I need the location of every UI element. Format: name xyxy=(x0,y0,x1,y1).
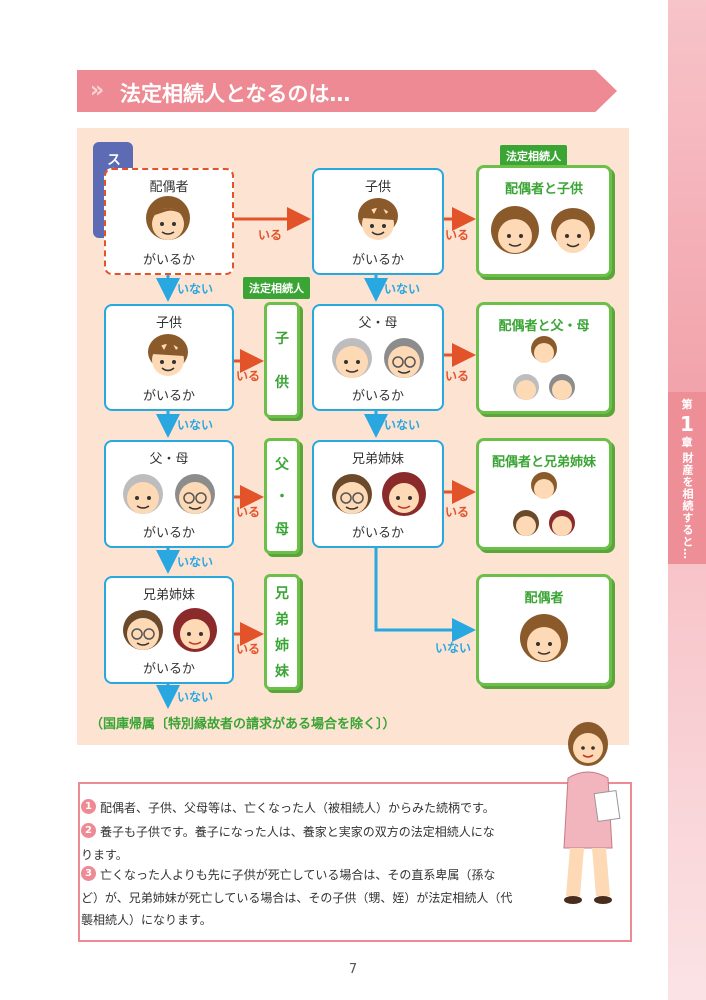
face-woman-icon xyxy=(146,196,190,240)
question-title: 父・母 xyxy=(149,452,189,467)
chapter-title: 財産を相続すると… xyxy=(681,452,694,560)
heir-char: 母 xyxy=(275,521,289,538)
note-line: 配偶者、子供、父母等は、亡くなった人（被相続人）からみた続柄です。 xyxy=(100,801,495,815)
heir-char: 供 xyxy=(275,374,289,391)
question-parents-left: 父・母 がいるか xyxy=(104,440,234,548)
question-foot: がいるか xyxy=(142,662,195,677)
heir-box-parents: 父 ・ 母 xyxy=(264,438,300,554)
note-line: ど）が、兄弟姉妹が死亡している場合は、その子供（甥、姪）が法定相続人（代 xyxy=(81,891,513,905)
question-child-left: 子供 がいるか xyxy=(104,304,234,411)
question-foot: がいるか xyxy=(142,389,195,404)
label-iru: いる xyxy=(236,505,261,519)
side-tab-top xyxy=(668,0,706,392)
result-title: 配偶者と父・母 xyxy=(498,319,590,334)
face-spouse-siblings-icon xyxy=(513,472,575,536)
note-line: 養子も子供です。養子になった人は、養家と実家の双方の法定相続人にな xyxy=(100,825,495,839)
heir-char: 子 xyxy=(275,331,289,348)
face-spouse-parents-icon xyxy=(513,336,575,400)
question-title: 兄弟姉妹 xyxy=(142,588,195,603)
question-foot: がいるか xyxy=(351,526,404,541)
question-foot: がいるか xyxy=(351,253,404,268)
section-header-band xyxy=(77,70,617,112)
result-spouse-and-siblings: 配偶者と兄弟姉妹 xyxy=(476,438,612,550)
label-iru: いる xyxy=(445,228,470,242)
note-line: 襲相続人）になります。 xyxy=(81,913,212,927)
label-inai: いない xyxy=(177,418,214,432)
heir-char: 姉 xyxy=(275,638,289,654)
question-spouse: 配偶者 がいるか xyxy=(104,168,234,275)
result-title: 配偶者と兄弟姉妹 xyxy=(491,455,596,470)
chapter-word-top: 第 xyxy=(681,398,693,411)
heir-tag: 法定相続人 xyxy=(243,277,310,299)
question-title: 兄弟姉妹 xyxy=(351,452,404,467)
heir-char: 父 xyxy=(275,456,289,473)
label-inai: いない xyxy=(384,282,421,296)
label-iru: いる xyxy=(236,642,261,656)
heir-char: 妹 xyxy=(275,664,289,680)
label-iru: いる xyxy=(445,369,470,383)
section-title: 法定相続人となるのは… xyxy=(120,82,351,106)
label-inai: いない xyxy=(177,282,214,296)
chapter-number: 1 xyxy=(680,412,694,436)
face-siblings-icon xyxy=(332,472,426,516)
note-number: 2 xyxy=(81,823,96,838)
note-line: 亡くなった人よりも先に子供が死亡している場合は、その直系卑属（孫な xyxy=(100,868,496,882)
face-siblings-icon xyxy=(123,608,217,652)
label-inai: いない xyxy=(177,690,214,704)
label-iru: いる xyxy=(236,369,261,383)
face-spouse-child-icon xyxy=(491,206,595,254)
question-child-top: 子供 がいるか xyxy=(312,168,444,275)
face-child-icon xyxy=(148,334,188,376)
face-parents-icon xyxy=(123,474,215,514)
question-foot: がいるか xyxy=(351,389,404,404)
note-line: ります。 xyxy=(81,848,128,862)
arrow-siblings-mid-to-r4 xyxy=(374,546,476,642)
face-child-icon xyxy=(358,198,398,240)
heir-box-siblings: 兄 弟 姉 妹 xyxy=(264,574,300,690)
heir-char: 弟 xyxy=(275,612,289,628)
question-title: 配偶者 xyxy=(149,180,189,195)
note-number: 3 xyxy=(81,866,96,881)
label-inai: いない xyxy=(384,418,421,432)
question-siblings-mid: 兄弟姉妹 がいるか xyxy=(312,440,444,548)
result-title: 配偶者と子供 xyxy=(504,182,583,197)
heir-box-child: 子 供 xyxy=(264,302,300,418)
heir-char: ・ xyxy=(275,489,289,505)
question-siblings-left: 兄弟姉妹 がいるか xyxy=(104,576,234,684)
face-parents-icon xyxy=(332,338,424,378)
question-title: 父・母 xyxy=(358,316,398,331)
side-tab-chapter xyxy=(668,392,706,564)
question-title: 子供 xyxy=(364,180,391,195)
notes-box xyxy=(78,782,632,942)
chapter-word-bottom: 章 xyxy=(681,436,693,449)
label-iru: いる xyxy=(258,228,283,242)
question-foot: がいるか xyxy=(142,526,195,541)
question-foot: がいるか xyxy=(142,253,195,268)
woman-presenter-illustration xyxy=(563,722,621,904)
label-inai: いない xyxy=(177,555,214,569)
result-spouse-and-child: 配偶者と子供 xyxy=(476,165,612,277)
page-number: 7 xyxy=(348,962,358,977)
face-spouse-icon xyxy=(520,614,568,662)
side-tab-bottom xyxy=(668,564,706,1000)
question-parents-mid: 父・母 がいるか xyxy=(312,304,444,411)
heir-char: 兄 xyxy=(275,586,289,602)
result-title: 配偶者 xyxy=(524,591,564,606)
question-title: 子供 xyxy=(155,316,182,331)
result-spouse-and-parents: 配偶者と父・母 xyxy=(476,302,612,414)
result-spouse-only: 配偶者 xyxy=(476,574,612,686)
label-inai: いない xyxy=(435,641,472,655)
label-iru: いる xyxy=(445,505,470,519)
note-number: 1 xyxy=(81,799,96,814)
escheat-note: （国庫帰属〔特別縁故者の請求がある場合を除く〕） xyxy=(90,717,396,732)
heir-tag: 法定相続人 xyxy=(500,145,567,167)
